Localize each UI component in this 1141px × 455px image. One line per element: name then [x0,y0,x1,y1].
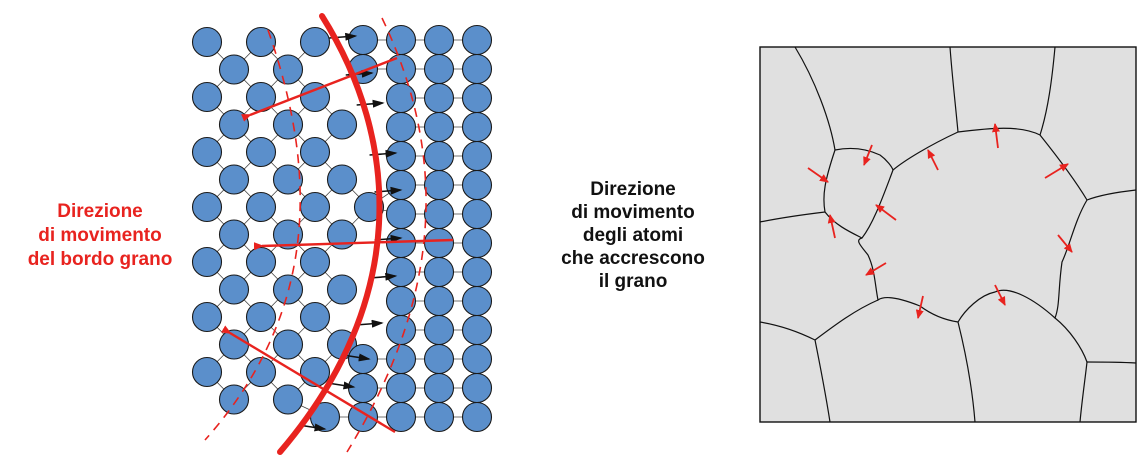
grain-growth-arrows [807,123,1073,319]
grain-arrow-4 [827,214,836,239]
atom [191,26,223,58]
lattice-atoms [191,24,493,433]
grain-arrow-11 [865,262,887,276]
atom-direction-label: Direzione di movimento degli atomi che a… [538,178,728,293]
atom [299,301,331,333]
boundary-direction-line-2: di movimento [38,225,162,246]
atom [218,164,250,195]
boundary-arrow-middle [253,238,454,251]
atom [272,54,304,85]
atom [326,164,358,195]
atom [353,191,385,223]
atom-direction-line-2: di movimento [571,202,695,223]
atom [218,219,250,250]
grain-arrow-1 [807,167,829,183]
atom [245,356,277,388]
boundary-direction-line-3: del bordo grano [27,249,173,270]
grain-panel-frame [759,46,1137,423]
atom [245,136,277,168]
atom [191,301,223,333]
atom [218,384,250,415]
atom [299,136,331,168]
atom [385,401,417,433]
grain-arrow-6 [992,123,1000,149]
boundary-direction-line-1: Direzione [57,201,143,222]
boundary-dashed-left [204,29,301,441]
atom [299,81,331,113]
boundary-arrow-top [241,56,398,122]
atom [218,274,250,305]
boundary-arrow-bottom [221,325,396,434]
atom [218,54,250,85]
atom [245,26,277,58]
grain-arrow-3 [875,204,897,221]
atom [326,274,358,305]
grain-arrow-7 [1044,163,1069,179]
grain-arrow-8 [1057,234,1073,253]
atom-direction-line-5: il grano [598,271,668,292]
atom [326,109,358,140]
atom-direction-line-3: degli atomi [582,225,684,246]
atom [326,219,358,250]
atom-direction-line-1: Direzione [590,179,676,200]
grain-boundary-curve [277,13,383,455]
atom [461,401,493,433]
atom [299,246,331,278]
boundary-dashed-right [346,17,427,453]
grain-arrow-2 [863,144,873,166]
atom [191,246,223,278]
grain-arrow-5 [927,149,939,171]
atom [191,356,223,388]
atom [272,109,304,140]
atom-direction-line-4: che accrescono [561,248,705,269]
atom [191,136,223,168]
grain-boundary-lines [759,46,1137,423]
grain-arrow-9 [994,284,1006,306]
atom [245,301,277,333]
grain-arrow-10 [915,295,924,319]
atom [245,191,277,223]
atom [272,329,304,360]
atom [272,219,304,250]
atom [191,81,223,113]
atom [272,164,304,195]
atom [191,191,223,223]
atom [423,401,455,433]
boundary-direction-label: Direzione di movimento del bordo grano [10,200,190,272]
atom [299,26,331,58]
atom [272,384,304,415]
